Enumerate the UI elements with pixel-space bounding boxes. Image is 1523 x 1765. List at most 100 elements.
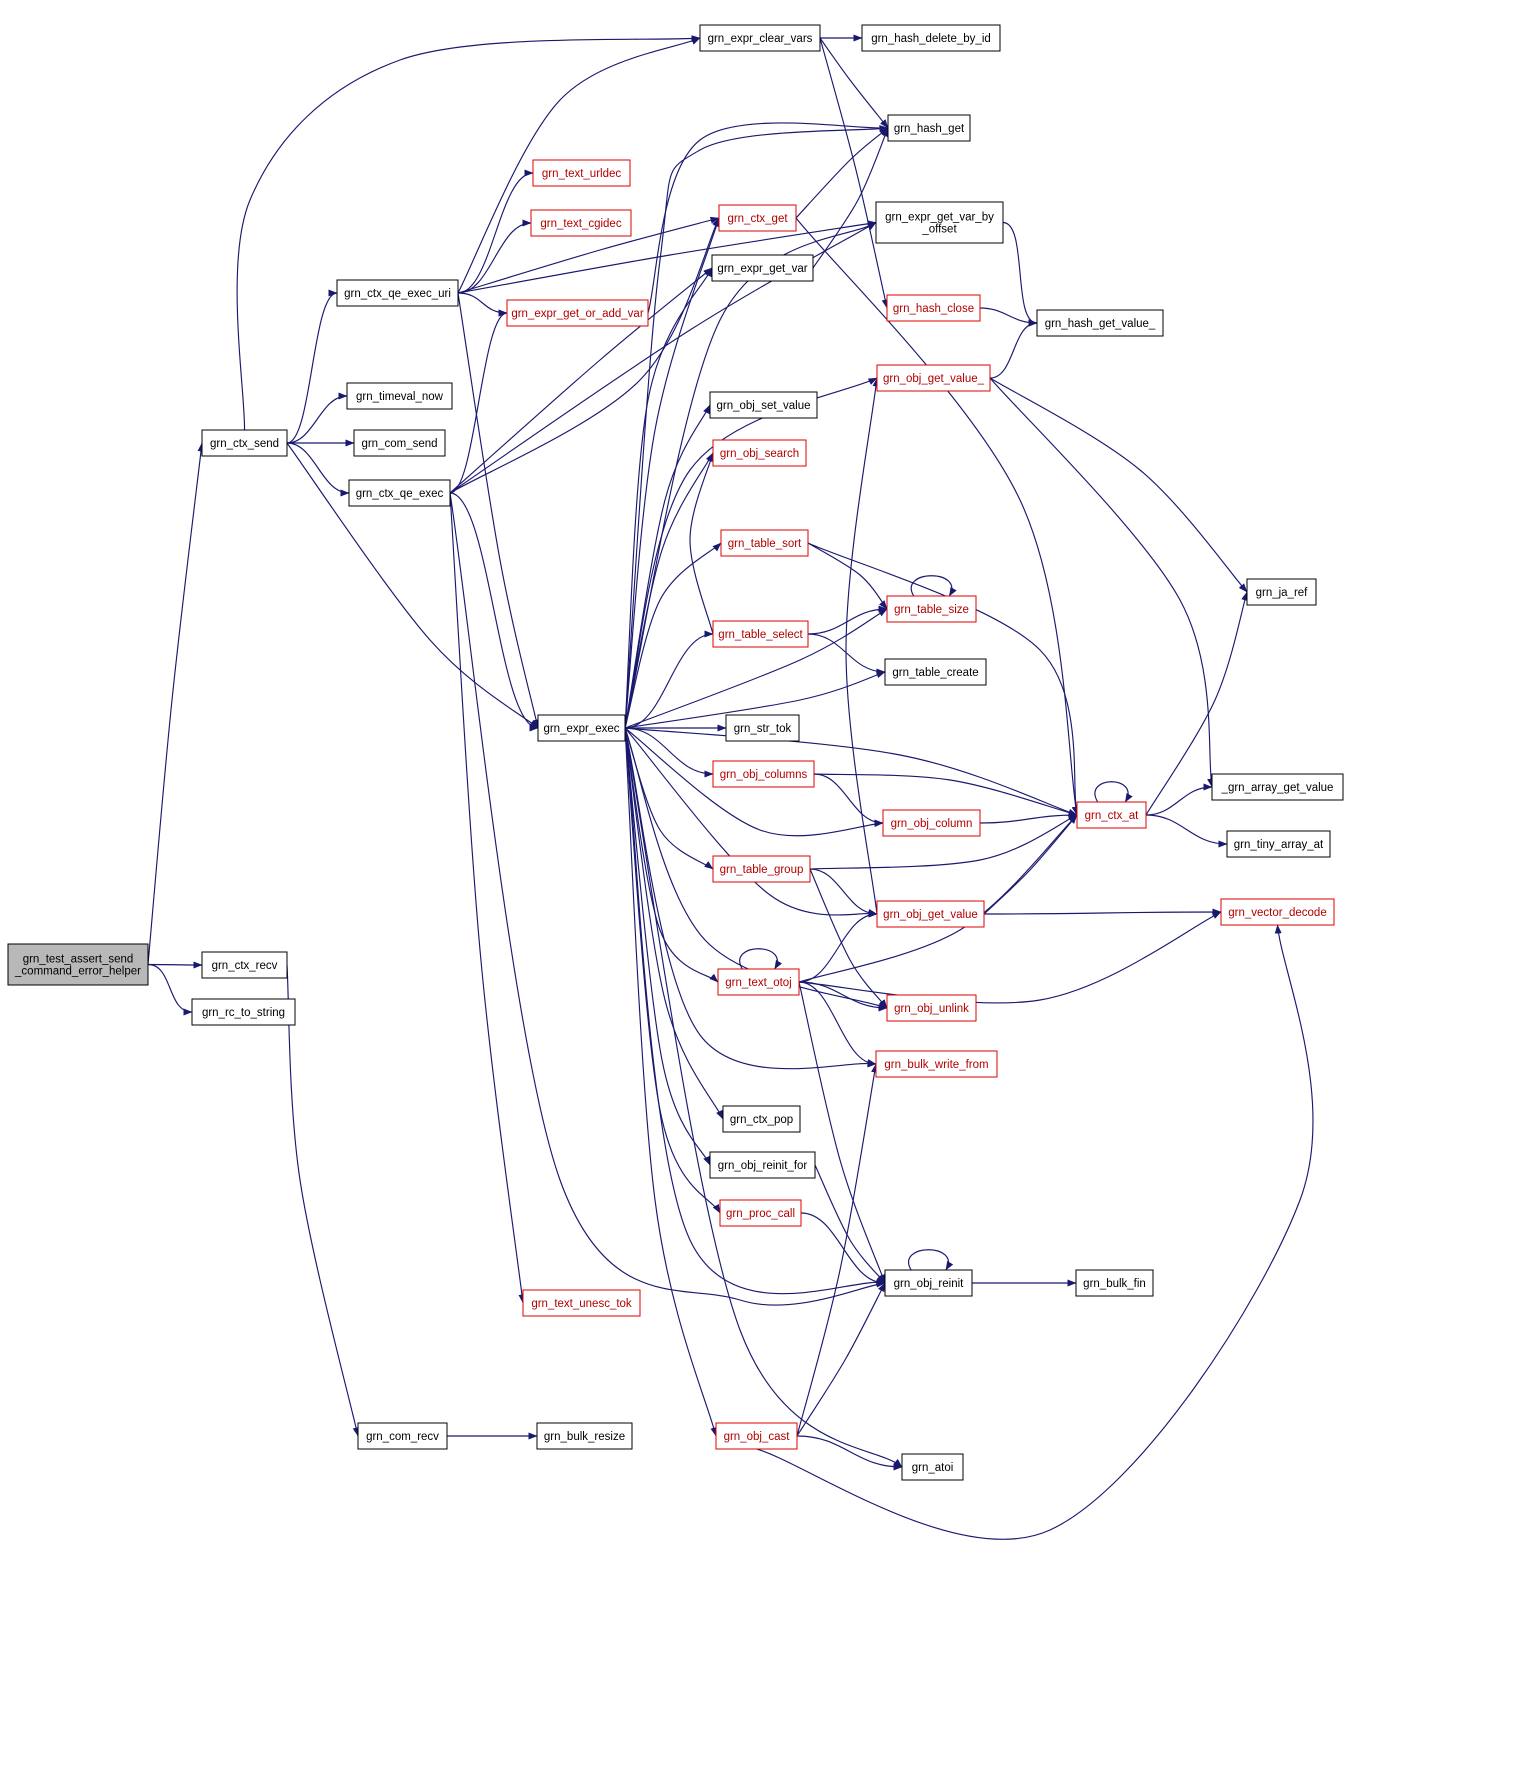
node-box-grn_obj_columns[interactable]: [712, 760, 815, 788]
node-grn_ctx_pop[interactable]: grn_ctx_pop: [722, 1105, 801, 1133]
node-box-grn_ctx_send[interactable]: [201, 429, 288, 457]
node-grn_ctx_qe_exec_uri[interactable]: grn_ctx_qe_exec_uri: [336, 279, 459, 307]
node-box-grn_obj_reinit[interactable]: [884, 1269, 973, 1297]
node-grn_hash_get[interactable]: grn_hash_get: [887, 114, 971, 142]
node-grn_com_send[interactable]: grn_com_send: [353, 429, 446, 457]
node-box-root[interactable]: [7, 943, 149, 986]
node-box-grn_table_size[interactable]: [886, 595, 977, 623]
node-grn_text_unesc_tok[interactable]: grn_text_unesc_tok: [522, 1289, 641, 1317]
node-box-grn_expr_get_or_add_var[interactable]: [506, 299, 649, 327]
node-grn_bulk_resize[interactable]: grn_bulk_resize: [536, 1422, 633, 1450]
node-box-_grn_array_get_value[interactable]: [1211, 773, 1344, 801]
node-box-grn_expr_clear_vars[interactable]: [699, 24, 821, 52]
node-grn_str_tok[interactable]: grn_str_tok: [725, 714, 800, 742]
node-box-grn_ctx_recv[interactable]: [201, 951, 288, 979]
node-box-grn_hash_get[interactable]: [887, 114, 971, 142]
node-grn_obj_column[interactable]: grn_obj_column: [882, 809, 981, 837]
node-grn_table_size[interactable]: grn_table_size: [886, 595, 977, 623]
node-box-grn_expr_get_var[interactable]: [711, 254, 814, 282]
node-box-grn_obj_cast[interactable]: [715, 1422, 798, 1450]
node-grn_bulk_write_from[interactable]: grn_bulk_write_from: [875, 1050, 998, 1078]
node-root[interactable]: grn_test_assert_send_command_error_helpe…: [7, 943, 149, 986]
node-grn_timeval_now[interactable]: grn_timeval_now: [346, 382, 453, 410]
node-box-grn_table_create[interactable]: [884, 658, 987, 686]
node-box-grn_timeval_now[interactable]: [346, 382, 453, 410]
node-grn_obj_get_value[interactable]: grn_obj_get_value: [876, 900, 985, 928]
node-box-grn_ctx_qe_exec_uri[interactable]: [336, 279, 459, 307]
node-box-grn_table_sort[interactable]: [720, 529, 809, 557]
node-grn_obj_set_value[interactable]: grn_obj_set_value: [709, 391, 818, 419]
node-box-grn_text_urldec[interactable]: [532, 159, 631, 187]
node-grn_ctx_qe_exec[interactable]: grn_ctx_qe_exec: [348, 479, 451, 507]
node-grn_bulk_fin[interactable]: grn_bulk_fin: [1075, 1269, 1154, 1297]
node-box-grn_ctx_pop[interactable]: [722, 1105, 801, 1133]
node-box-grn_hash_get_value_[interactable]: [1036, 309, 1164, 337]
node-box-grn_com_recv[interactable]: [357, 1422, 448, 1450]
node-grn_hash_get_value_[interactable]: grn_hash_get_value_: [1036, 309, 1164, 337]
node-box-grn_ctx_qe_exec[interactable]: [348, 479, 451, 507]
node-grn_obj_search[interactable]: grn_obj_search: [712, 439, 807, 467]
node-grn_expr_get_or_add_var[interactable]: grn_expr_get_or_add_var: [506, 299, 649, 327]
node-box-grn_rc_to_string[interactable]: [191, 998, 296, 1026]
node-grn_obj_reinit[interactable]: grn_obj_reinit: [884, 1269, 973, 1297]
node-grn_obj_columns[interactable]: grn_obj_columns: [712, 760, 815, 788]
node-box-grn_bulk_resize[interactable]: [536, 1422, 633, 1450]
node-box-grn_obj_set_value[interactable]: [709, 391, 818, 419]
node-grn_ja_ref[interactable]: grn_ja_ref: [1246, 578, 1317, 606]
node-box-grn_table_group[interactable]: [712, 855, 811, 883]
node-box-grn_text_cgidec[interactable]: [530, 209, 632, 237]
node-box-grn_proc_call[interactable]: [719, 1199, 802, 1227]
node-grn_vector_decode[interactable]: grn_vector_decode: [1220, 898, 1335, 926]
node-grn_ctx_get[interactable]: grn_ctx_get: [718, 204, 797, 232]
node-grn_table_sort[interactable]: grn_table_sort: [720, 529, 809, 557]
node-grn_text_otoj[interactable]: grn_text_otoj: [717, 968, 800, 996]
node-box-grn_str_tok[interactable]: [725, 714, 800, 742]
node-_grn_array_get_value[interactable]: _grn_array_get_value: [1211, 773, 1344, 801]
node-box-grn_hash_delete_by_id[interactable]: [861, 24, 1001, 52]
node-box-grn_bulk_fin[interactable]: [1075, 1269, 1154, 1297]
node-grn_ctx_send[interactable]: grn_ctx_send: [201, 429, 288, 457]
node-box-grn_text_otoj[interactable]: [717, 968, 800, 996]
node-grn_hash_close[interactable]: grn_hash_close: [886, 294, 981, 322]
node-grn_proc_call[interactable]: grn_proc_call: [719, 1199, 802, 1227]
node-grn_expr_get_var_by_offset[interactable]: grn_expr_get_var_by_offset: [875, 201, 1004, 244]
node-grn_expr_get_var[interactable]: grn_expr_get_var: [711, 254, 814, 282]
node-box-grn_com_send[interactable]: [353, 429, 446, 457]
node-grn_ctx_recv[interactable]: grn_ctx_recv: [201, 951, 288, 979]
node-grn_ctx_at[interactable]: grn_ctx_at: [1076, 801, 1147, 829]
node-box-grn_obj_column[interactable]: [882, 809, 981, 837]
node-grn_table_group[interactable]: grn_table_group: [712, 855, 811, 883]
node-grn_text_urldec[interactable]: grn_text_urldec: [532, 159, 631, 187]
node-box-grn_text_unesc_tok[interactable]: [522, 1289, 641, 1317]
node-grn_table_create[interactable]: grn_table_create: [884, 658, 987, 686]
node-box-grn_atoi[interactable]: [901, 1453, 964, 1481]
node-grn_table_select[interactable]: grn_table_select: [712, 620, 809, 648]
node-grn_rc_to_string[interactable]: grn_rc_to_string: [191, 998, 296, 1026]
node-grn_atoi[interactable]: grn_atoi: [901, 1453, 964, 1481]
node-grn_text_cgidec[interactable]: grn_text_cgidec: [530, 209, 632, 237]
node-grn_expr_clear_vars[interactable]: grn_expr_clear_vars: [699, 24, 821, 52]
node-grn_obj_unlink[interactable]: grn_obj_unlink: [886, 994, 977, 1022]
node-box-grn_tiny_array_at[interactable]: [1226, 830, 1331, 858]
node-box-grn_ctx_get[interactable]: [718, 204, 797, 232]
node-grn_com_recv[interactable]: grn_com_recv: [357, 1422, 448, 1450]
node-grn_tiny_array_at[interactable]: grn_tiny_array_at: [1226, 830, 1331, 858]
node-grn_hash_delete_by_id[interactable]: grn_hash_delete_by_id: [861, 24, 1001, 52]
node-box-grn_obj_reinit_for[interactable]: [709, 1151, 816, 1179]
node-grn_obj_reinit_for[interactable]: grn_obj_reinit_for: [709, 1151, 816, 1179]
node-box-grn_obj_get_value_[interactable]: [876, 364, 991, 392]
node-box-grn_expr_exec[interactable]: [537, 714, 626, 742]
node-grn_obj_cast[interactable]: grn_obj_cast: [715, 1422, 798, 1450]
node-box-grn_obj_unlink[interactable]: [886, 994, 977, 1022]
node-box-grn_vector_decode[interactable]: [1220, 898, 1335, 926]
node-box-grn_obj_search[interactable]: [712, 439, 807, 467]
node-box-grn_ja_ref[interactable]: [1246, 578, 1317, 606]
node-box-grn_obj_get_value[interactable]: [876, 900, 985, 928]
node-box-grn_expr_get_var_by_offset[interactable]: [875, 201, 1004, 244]
node-box-grn_hash_close[interactable]: [886, 294, 981, 322]
node-grn_expr_exec[interactable]: grn_expr_exec: [537, 714, 626, 742]
node-box-grn_ctx_at[interactable]: [1076, 801, 1147, 829]
node-grn_obj_get_value_[interactable]: grn_obj_get_value_: [876, 364, 991, 392]
node-box-grn_bulk_write_from[interactable]: [875, 1050, 998, 1078]
node-box-grn_table_select[interactable]: [712, 620, 809, 648]
